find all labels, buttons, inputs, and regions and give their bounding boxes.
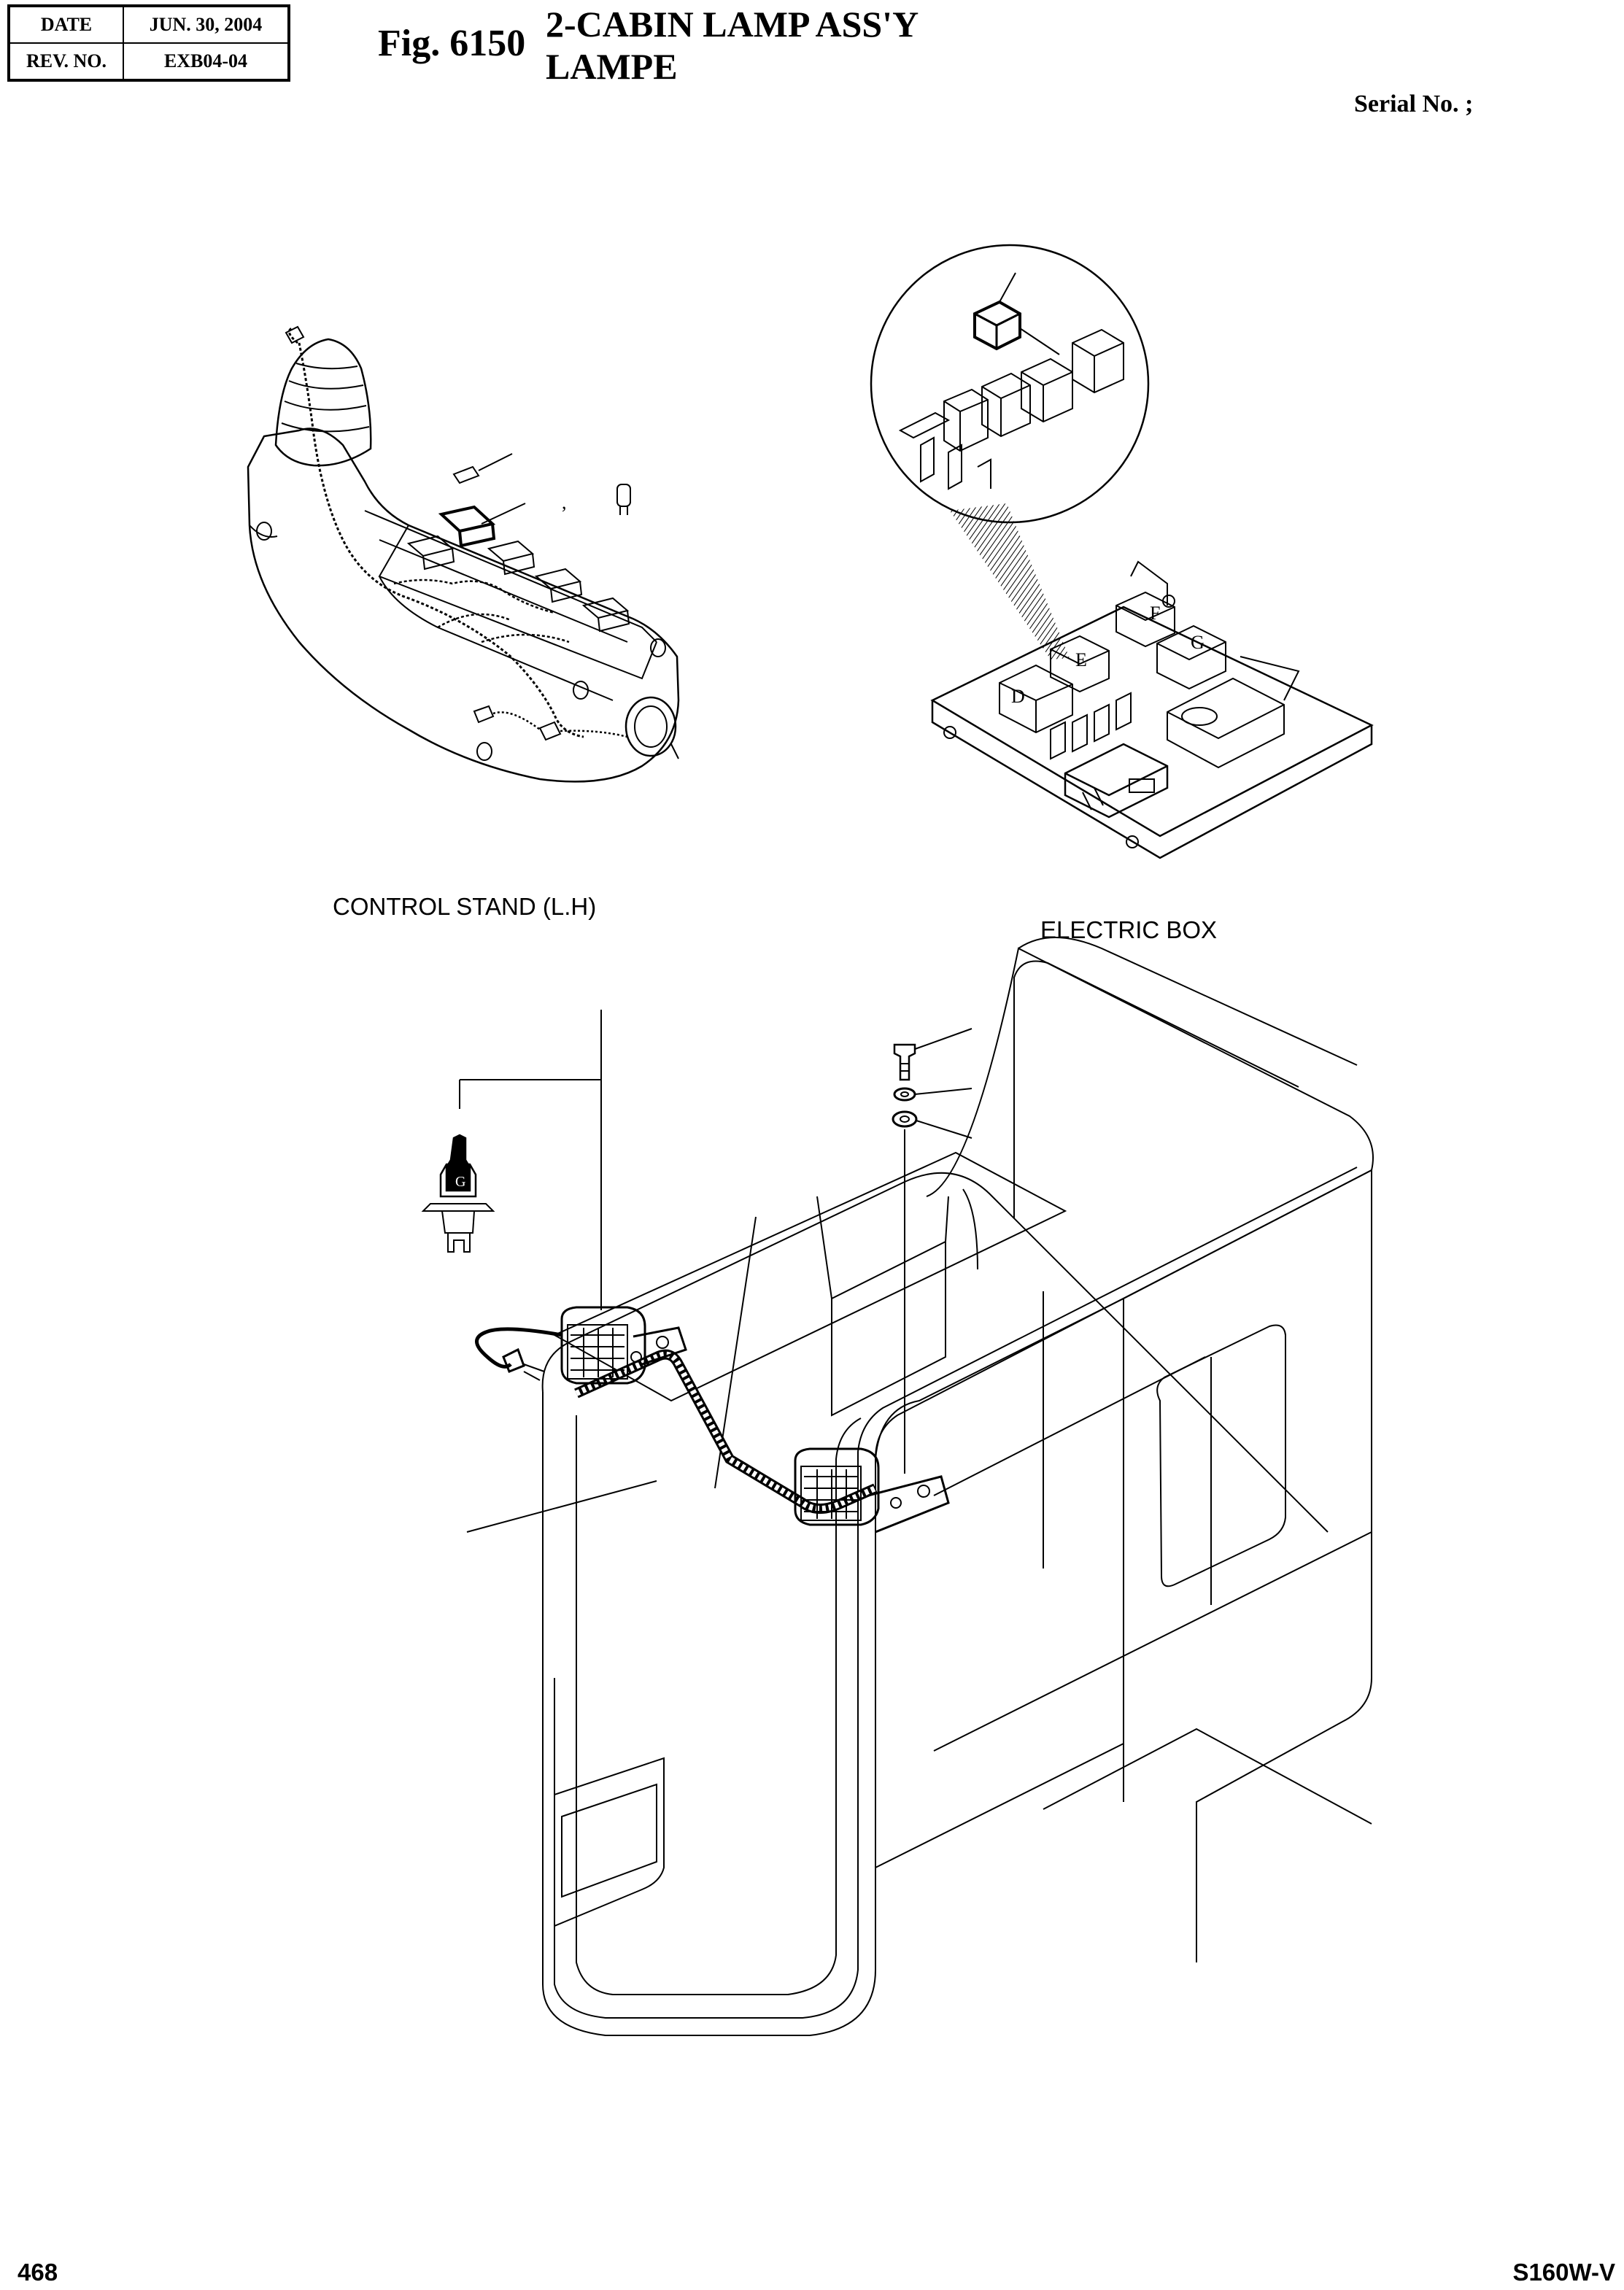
- relay-letter-f: F: [1150, 603, 1161, 624]
- page-number: 468: [18, 2259, 58, 2286]
- relay-letter-e: E: [1075, 649, 1087, 670]
- revision-value: EXB04-04: [123, 42, 290, 81]
- revision-label: REV. NO.: [8, 42, 124, 81]
- revision-info-table: DATE JUN. 30, 2004 REV. NO. EXB04-04: [7, 4, 290, 82]
- control-stand-illustration: [248, 327, 678, 781]
- date-label: DATE: [8, 5, 124, 44]
- mounting-hardware: [893, 1029, 972, 1138]
- halogen-bulb: G: [423, 1135, 493, 1252]
- relay-letter-g: G: [1191, 632, 1205, 653]
- control-stand-label: CONTROL STAND (L.H): [333, 893, 597, 920]
- figure-title: 2-CABIN LAMP ASS'Y LAMPE: [546, 3, 919, 88]
- electric-box-illustration: [871, 245, 1372, 858]
- relay-letter-d: D: [1011, 686, 1025, 707]
- svg-text:G: G: [455, 1174, 465, 1190]
- revision-row: REV. NO. EXB04-04: [8, 42, 290, 81]
- date-value: JUN. 30, 2004: [123, 5, 290, 44]
- model-number: S160W-V: [1512, 2259, 1615, 2286]
- cabin-illustration: [460, 937, 1373, 2035]
- detail-magnifier: [871, 245, 1148, 522]
- work-lamps: [476, 1307, 948, 1532]
- figure-title-line-1: 2-CABIN LAMP ASS'Y: [546, 4, 919, 45]
- callout-comma: ,: [562, 492, 567, 513]
- serial-number: Serial No. ;: [1354, 90, 1474, 117]
- switch-row: [409, 507, 629, 631]
- figure-title-line-2: LAMPE: [546, 46, 678, 87]
- date-row: DATE JUN. 30, 2004: [8, 5, 290, 44]
- figure-number: Fig. 6150: [378, 23, 526, 64]
- electric-box-label: ELECTRIC BOX: [1040, 916, 1218, 943]
